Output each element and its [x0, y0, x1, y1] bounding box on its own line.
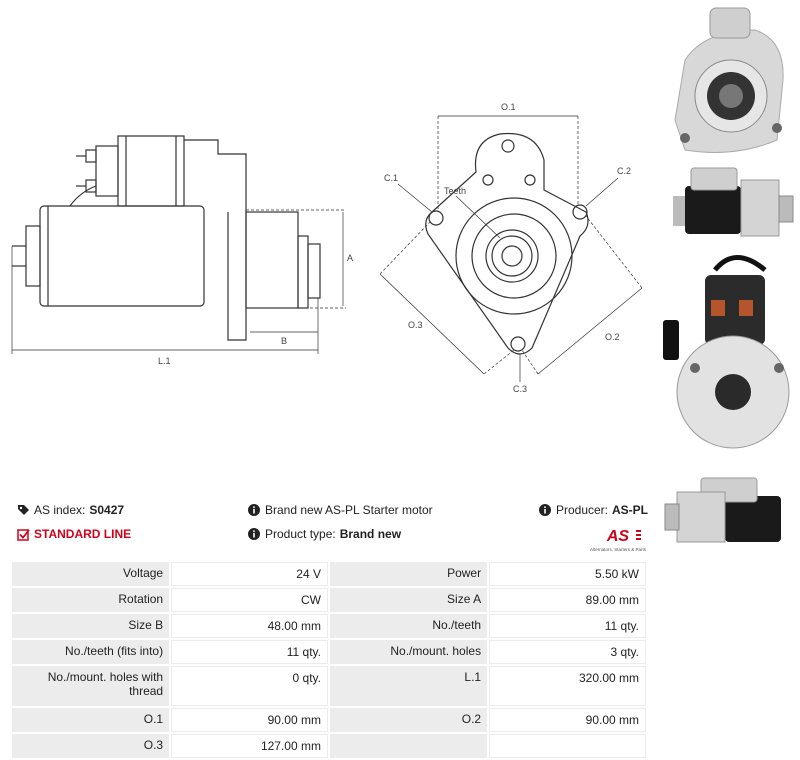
- standard-line-row: STANDARD LINE: [16, 527, 131, 541]
- description-row: Brand new AS-PL Starter motor: [247, 503, 433, 517]
- spec-label: Size B: [12, 614, 170, 638]
- spec-label: O.2: [329, 708, 488, 732]
- teeth-label: Teeth: [444, 186, 466, 196]
- spec-label: Voltage: [12, 562, 170, 586]
- spec-label: Power: [329, 562, 488, 586]
- description-text: Brand new AS-PL Starter motor: [265, 503, 433, 517]
- dimension-c2-label: C.2: [617, 166, 631, 176]
- front-view-drawing: [425, 132, 589, 355]
- spec-value: 5.50 kW: [489, 562, 646, 586]
- table-row: Rotation CW Size A 89.00 mm: [12, 588, 646, 612]
- spec-value: 90.00 mm: [489, 708, 646, 732]
- spec-label: L.1: [329, 666, 488, 706]
- producer-label: Producer:: [555, 503, 608, 517]
- tag-icon: [16, 503, 30, 517]
- spec-value: 3 qty.: [489, 640, 646, 664]
- side-view-drawing: [12, 135, 321, 341]
- spec-value: 24 V: [171, 562, 328, 586]
- technical-drawing: A B L.1 O.1 O.2 O.3 C.1 C.2 C.3 Teeth: [11, 102, 643, 394]
- product-info: AS index: S0427 STANDARD LINE Brand new …: [10, 503, 650, 553]
- spec-value: CW: [171, 588, 328, 612]
- dimension-o2-label: O.2: [605, 332, 620, 342]
- svg-text:AS: AS: [606, 528, 630, 545]
- dimension-b-label: B: [281, 336, 287, 346]
- checkbox-checked-icon: [16, 527, 30, 541]
- product-type-value: Brand new: [339, 527, 402, 541]
- table-row: O.1 90.00 mm O.2 90.00 mm: [12, 708, 646, 732]
- spec-value: 320.00 mm: [489, 666, 646, 706]
- product-photo-side[interactable]: [655, 160, 800, 245]
- spec-value: [489, 734, 646, 758]
- dimension-c3-label: C.3: [513, 384, 527, 394]
- standard-line-label: STANDARD LINE: [34, 527, 132, 541]
- spec-label: [329, 734, 488, 758]
- dimension-l1-label: L.1: [158, 356, 171, 366]
- front-view-dimensions: [379, 115, 643, 382]
- spec-label: No./mount. holes: [329, 640, 488, 664]
- table-row: No./mount. holes with thread 0 qty. L.1 …: [12, 666, 646, 706]
- spec-value: 11 qty.: [171, 640, 328, 664]
- producer-value: AS-PL: [612, 503, 648, 517]
- dimension-o1-label: O.1: [501, 102, 516, 112]
- info-icon: [538, 503, 552, 517]
- product-photos: [655, 0, 800, 557]
- table-row: Voltage 24 V Power 5.50 kW: [12, 562, 646, 586]
- dimension-c1-label: C.1: [384, 173, 398, 183]
- table-row: O.3 127.00 mm: [12, 734, 646, 758]
- as-index-row: AS index: S0427: [16, 503, 124, 517]
- producer-row: Producer: AS-PL: [538, 503, 648, 517]
- info-icon: [247, 503, 261, 517]
- dimension-o3-label: O.3: [408, 320, 423, 330]
- spec-label: Size A: [329, 588, 488, 612]
- spec-label: No./teeth (fits into): [12, 640, 170, 664]
- spec-label: O.3: [12, 734, 170, 758]
- spec-value: 89.00 mm: [489, 588, 646, 612]
- as-index-label: AS index:: [34, 503, 86, 517]
- spec-value: 48.00 mm: [171, 614, 328, 638]
- spec-value: 127.00 mm: [171, 734, 328, 758]
- product-photo-front[interactable]: [655, 0, 800, 153]
- spec-label: Rotation: [12, 588, 170, 612]
- table-row: No./teeth (fits into) 11 qty. No./mount.…: [12, 640, 646, 664]
- product-photo-rear[interactable]: [655, 250, 800, 450]
- product-type-row: Product type: Brand new: [247, 527, 401, 541]
- spec-value: 90.00 mm: [171, 708, 328, 732]
- logo-tagline: Alternators, Starters & Parts: [590, 547, 647, 552]
- product-photo-angle[interactable]: [655, 462, 800, 557]
- side-view-dimensions: [11, 209, 346, 354]
- spec-label: No./teeth: [329, 614, 488, 638]
- as-index-value: S0427: [89, 503, 125, 517]
- spec-label: O.1: [12, 708, 170, 732]
- spec-value: 0 qty.: [171, 666, 328, 706]
- product-type-label: Product type:: [265, 527, 336, 541]
- spec-label: No./mount. holes with thread: [12, 666, 170, 706]
- spec-value: 11 qty.: [489, 614, 646, 638]
- specs-table: Voltage 24 V Power 5.50 kW Rotation CW S…: [10, 560, 648, 760]
- table-row: Size B 48.00 mm No./teeth 11 qty.: [12, 614, 646, 638]
- info-icon: [247, 527, 261, 541]
- as-pl-logo: AS Alternators, Starters & Parts: [590, 528, 647, 552]
- dimension-a-label: A: [347, 253, 353, 263]
